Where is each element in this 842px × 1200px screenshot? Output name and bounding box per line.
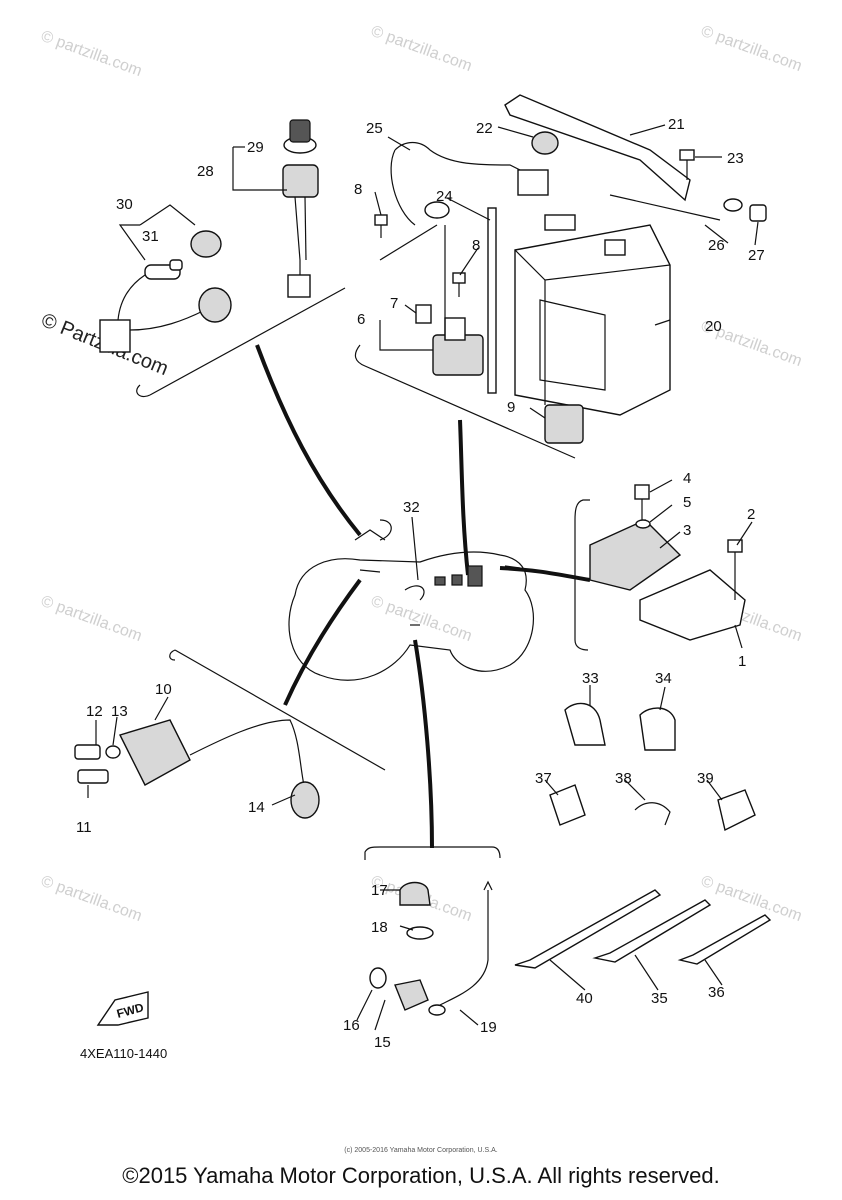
cdi-unit [639,569,746,641]
plug-cap [290,781,320,819]
diagram-code: 4XEA110-1440 [80,1046,167,1061]
fine-print: (c) 2005-2016 Yamaha Motor Corporation, … [344,1147,498,1154]
callout-30: 30 [116,196,133,213]
callout-22: 22 [476,120,493,137]
clamp [549,784,586,826]
sensor-group [369,880,493,1016]
callout-40: 40 [576,990,593,1007]
callout-18: 18 [371,919,388,936]
rectifier-group [589,484,746,641]
ignition-coil-group [74,719,320,819]
clamp [634,802,671,826]
relay [432,334,484,376]
callout-11: 11 [76,819,92,836]
callout-21: 21 [668,116,685,133]
starter-relay [544,404,584,444]
rectifier-regulator [589,519,682,591]
callout-37: 37 [535,770,552,787]
cable-tie [514,889,662,969]
callout-16: 16 [343,1017,360,1034]
callout-29: 29 [247,139,264,156]
main-switch [282,164,319,198]
battery-group [374,94,767,444]
group-brackets [136,287,590,860]
callout-10: 10 [155,681,172,698]
callouts: 1 2 3 4 5 6 7 8 8 9 10 11 12 13 14 15 16… [76,116,765,1051]
callout-19: 19 [480,1019,497,1036]
callout-35: 35 [651,990,668,1007]
clamp [639,707,676,751]
callout-34: 34 [655,670,672,687]
callout-15: 15 [374,1034,391,1051]
sensor [394,979,429,1011]
callout-4: 4 [683,470,691,487]
cable-tie [592,899,712,963]
callout-17: 17 [371,882,388,899]
cable-tie [677,914,772,965]
bulb-icon [169,259,183,271]
fwd-arrow-icon [96,991,149,1026]
leader-lines [87,124,759,1031]
callout-8b: 8 [472,237,480,254]
callout-39: 39 [697,770,714,787]
callout-38: 38 [615,770,632,787]
callout-33: 33 [582,670,599,687]
terminal-icon [517,169,549,196]
fwd-label: FWD [115,1000,145,1021]
watermark: © partzilla.com [39,28,144,80]
cable-ties [514,889,772,969]
callout-8: 8 [354,181,362,198]
watermark: © partzilla.com [369,23,474,75]
vehicle-outline [288,519,534,681]
callout-25: 25 [366,120,383,137]
watermark: © partzilla.com [699,873,804,925]
callout-13: 13 [111,703,128,720]
watermark: © partzilla.com [699,23,804,75]
battery [514,224,671,416]
battery-band [504,94,691,202]
clamp [717,789,756,832]
key-icon [289,119,311,143]
callout-20: 20 [705,318,722,335]
callout-14: 14 [248,799,265,816]
ignition-coil [119,719,191,786]
callout-9: 9 [507,399,515,416]
callout-26: 26 [708,237,725,254]
fuse-icon [415,304,432,324]
watermark: © partzilla.com [369,593,474,645]
main-switch-group [99,119,319,353]
callout-5: 5 [683,494,691,511]
callout-32: 32 [403,499,420,516]
clamp [564,702,606,746]
callout-24: 24 [436,188,453,205]
connector-icon [99,319,131,353]
cap-icon [190,230,222,258]
callout-6: 6 [357,311,365,328]
watermark: © partzilla.com [39,593,144,645]
connection-lines [255,344,591,849]
callout-7: 7 [390,295,398,312]
callout-36: 36 [708,984,725,1001]
callout-23: 23 [727,150,744,167]
callout-1: 1 [738,653,746,670]
callout-31: 31 [142,228,159,245]
callout-28: 28 [197,163,214,180]
fwd-indicator: FWD [96,991,149,1026]
watermark: © partzilla.com [39,873,144,925]
callout-12: 12 [86,703,103,720]
callout-3: 3 [683,522,691,539]
callout-2: 2 [747,506,755,523]
clamps-group [549,702,756,832]
thermo-switch [399,881,431,906]
callout-27: 27 [748,247,765,264]
copyright-footer: ©2015 Yamaha Motor Corporation, U.S.A. A… [122,1163,720,1188]
